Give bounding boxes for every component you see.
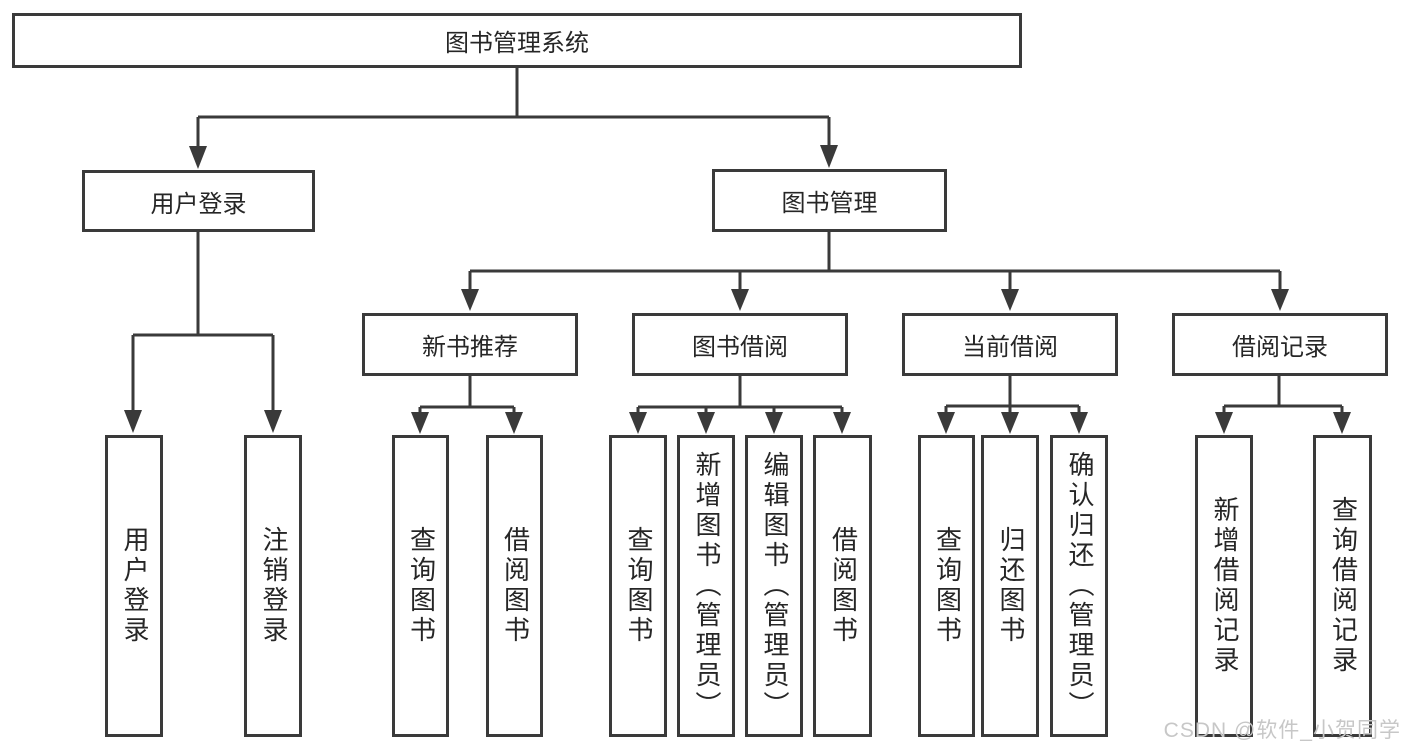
leaf-borrow-books: 借阅图书	[813, 435, 872, 737]
leaf-add-borrow-record: 新增借阅记录	[1195, 435, 1253, 737]
connector-root	[196, 68, 831, 150]
node-current-borrowing: 当前借阅	[902, 313, 1118, 376]
leaf-user-login: 用户登录	[105, 435, 163, 737]
connector-user-login	[131, 232, 275, 415]
leaf-borrow-books: 借阅图书	[486, 435, 543, 737]
connector-borrowing-records	[1222, 376, 1344, 417]
leaf-query-books: 查询图书	[918, 435, 975, 737]
connector-current-borrowing	[944, 376, 1081, 417]
leaf-logout: 注销登录	[244, 435, 302, 737]
leaf-return-books: 归还图书	[981, 435, 1039, 737]
leaf-query-books: 查询图书	[392, 435, 449, 737]
arrowheads-user-login	[124, 410, 282, 433]
node-book-management: 图书管理	[712, 169, 947, 232]
leaf-confirm-return-admin: 确认归还（管理员）	[1050, 435, 1108, 737]
arrowheads-book-borrowing	[629, 412, 851, 434]
node-book-borrowing: 图书借阅	[632, 313, 848, 376]
connector-book-management	[468, 232, 1282, 293]
arrowheads-book-management	[461, 289, 1289, 311]
connector-book-borrowing	[636, 376, 844, 417]
arrowheads-current-borrowing	[937, 412, 1088, 434]
arrowheads-root	[189, 145, 838, 169]
arrowheads-borrowing-records	[1215, 412, 1351, 434]
arrowheads-new-book-recommend	[411, 412, 523, 434]
leaf-add-book-admin: 新增图书（管理员）	[677, 435, 735, 737]
leaf-query-borrow-record: 查询借阅记录	[1313, 435, 1372, 737]
node-user-login: 用户登录	[82, 170, 315, 232]
node-library-management-system: 图书管理系统	[12, 13, 1022, 68]
node-borrowing-records: 借阅记录	[1172, 313, 1388, 376]
leaf-edit-book-admin: 编辑图书（管理员）	[745, 435, 803, 737]
node-new-book-recommend: 新书推荐	[362, 313, 578, 376]
leaf-query-books: 查询图书	[609, 435, 667, 737]
csdn-watermark: CSDN @软件_小贺同学	[1163, 719, 1401, 742]
connector-new-book-recommend	[418, 376, 516, 417]
